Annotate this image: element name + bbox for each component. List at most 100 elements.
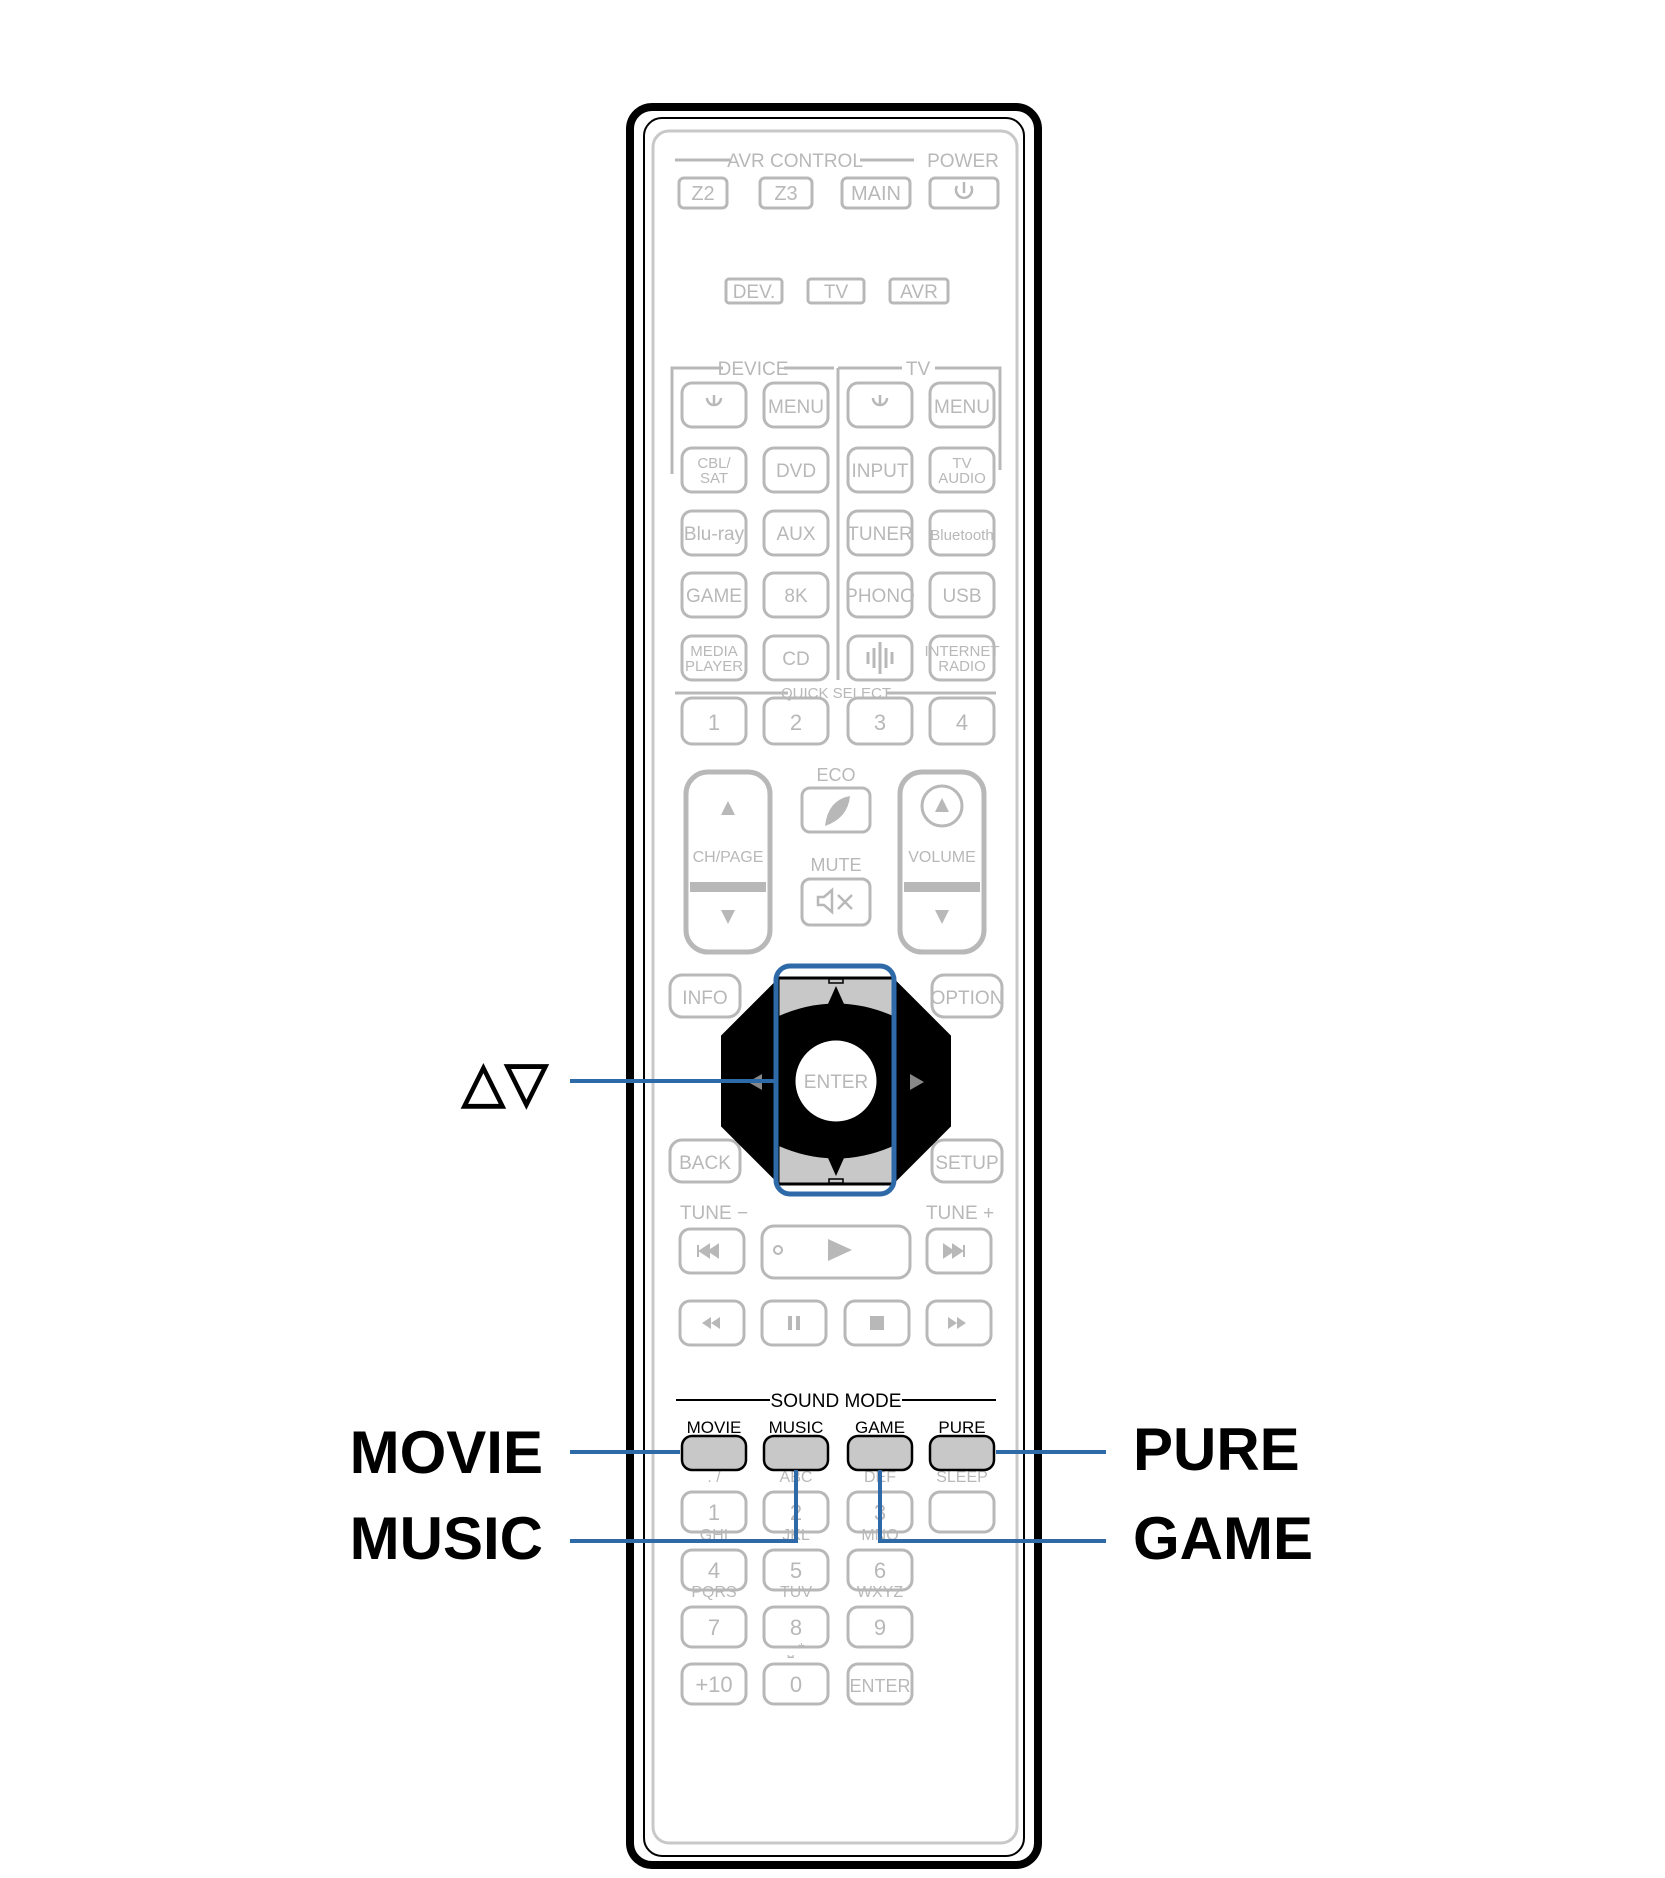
device-power-button[interactable]	[680, 381, 748, 429]
fast-forward-icon	[948, 1317, 966, 1329]
source-button-0-1[interactable]	[762, 446, 830, 494]
enter-button[interactable]	[792, 1037, 880, 1125]
source-button-1-0[interactable]	[680, 509, 748, 557]
keypad-button-6[interactable]	[846, 1548, 914, 1592]
source-button-1-1[interactable]	[762, 509, 830, 557]
source-label: MEDIA	[690, 643, 738, 660]
tv-section-label: TV	[906, 359, 931, 380]
skip-forward-button[interactable]	[925, 1227, 993, 1275]
tv-power-button[interactable]	[846, 381, 914, 429]
keypad-button-5[interactable]	[762, 1548, 830, 1592]
source-button-1-3[interactable]	[928, 509, 996, 557]
quick-select-button-3[interactable]	[846, 696, 914, 746]
back-label: BACK	[679, 1153, 731, 1174]
sound-mode-pure-button[interactable]	[928, 1434, 996, 1472]
cursor-pad: ENTER	[721, 963, 951, 1197]
z2-label: Z2	[691, 183, 714, 205]
source-label: PHONO	[845, 586, 915, 607]
source-button-2-0[interactable]	[680, 571, 748, 619]
source-button-1-2[interactable]	[846, 509, 914, 557]
keypad-button-+10[interactable]	[680, 1662, 748, 1706]
sound-mode-label-movie: MOVIE	[687, 1418, 742, 1437]
sound-mode-label-game: GAME	[855, 1418, 905, 1437]
keypad-button-4[interactable]	[680, 1548, 748, 1592]
z2-button[interactable]	[677, 176, 729, 210]
heos-icon	[866, 642, 894, 674]
device-menu-button[interactable]	[762, 381, 830, 429]
tv-menu-button[interactable]	[928, 381, 996, 429]
sound-mode-movie-button[interactable]	[680, 1434, 748, 1472]
keypad-button-1[interactable]	[680, 1490, 748, 1534]
game-callout: GAME	[1133, 1505, 1313, 1572]
tune-plus-label: TUNE +	[926, 1203, 994, 1224]
z3-button[interactable]	[758, 176, 814, 210]
avr-mode-button[interactable]	[888, 277, 950, 305]
music-callout: MUSIC	[350, 1505, 543, 1572]
source-button-2-3[interactable]	[928, 571, 996, 619]
mute-icon	[816, 887, 853, 915]
source-label: AUX	[776, 524, 815, 545]
keypad-label: ENTER	[849, 1676, 910, 1696]
source-label: CD	[782, 649, 809, 670]
keypad-sublabel: TUV	[780, 1584, 812, 1601]
volume-label: VOLUME	[908, 849, 976, 866]
device-label: DEVICE	[718, 359, 789, 380]
z3-label: Z3	[774, 183, 797, 205]
sound-mode-label-pure: PURE	[938, 1418, 985, 1437]
pause-button[interactable]	[760, 1299, 828, 1347]
setup-button[interactable]	[930, 1138, 1004, 1184]
ch-page-label: CH/PAGE	[693, 849, 764, 866]
device-menu-label: MENU	[768, 397, 824, 418]
fast-forward-button[interactable]	[925, 1299, 993, 1347]
cursor-up-down-callout: △▽	[460, 1050, 550, 1113]
ch-page-rocker[interactable]: CH/PAGE	[683, 769, 773, 955]
volume-rocker[interactable]: VOLUME	[897, 769, 987, 955]
keypad-button-8[interactable]	[762, 1605, 830, 1649]
keypad-button-9[interactable]	[846, 1605, 914, 1649]
mute-button[interactable]	[800, 877, 872, 927]
source-button-3-2[interactable]	[846, 634, 914, 682]
keypad-sublabel: ⎵ *	[787, 1641, 804, 1658]
source-label: USB	[942, 586, 981, 607]
main-button[interactable]	[840, 176, 912, 210]
keypad-label: 4	[708, 1558, 720, 1583]
source-button-3-3[interactable]	[928, 634, 996, 682]
faded-buttons-top: AVR CONTROL POWER Z2 Z3 MAIN DEV. TV AVR…	[668, 151, 1004, 1706]
quick-select-button-2[interactable]	[762, 696, 830, 746]
keypad-button-0[interactable]	[762, 1662, 830, 1706]
source-button-2-2[interactable]	[846, 571, 914, 619]
eco-button[interactable]	[800, 786, 872, 834]
keypad-button-7[interactable]	[680, 1605, 748, 1649]
quick-select-button-1[interactable]	[680, 696, 748, 746]
stop-button[interactable]	[843, 1299, 911, 1347]
rewind-button[interactable]	[678, 1299, 746, 1347]
source-button-0-2[interactable]	[846, 446, 914, 494]
dev-mode-button[interactable]	[724, 277, 784, 305]
source-button-0-0[interactable]	[680, 446, 748, 494]
sleep-button[interactable]	[928, 1490, 996, 1534]
source-button-3-0[interactable]	[680, 634, 748, 682]
keypad-label: +10	[695, 1672, 732, 1697]
source-button-2-1[interactable]	[762, 571, 830, 619]
skip-back-icon	[697, 1243, 719, 1259]
play-button[interactable]	[760, 1224, 912, 1280]
play-icon	[828, 1239, 852, 1261]
quick-select-button-4[interactable]	[928, 696, 996, 746]
sound-mode-label-music: MUSIC	[769, 1418, 824, 1437]
keypad-button-enter[interactable]	[846, 1662, 914, 1706]
back-button[interactable]	[668, 1138, 742, 1184]
option-button[interactable]	[930, 973, 1004, 1019]
power-button[interactable]	[928, 176, 1000, 210]
sound-mode-music-button[interactable]	[762, 1434, 830, 1472]
sound-mode-game-button[interactable]	[846, 1434, 914, 1472]
quick-select-label: 3	[874, 710, 886, 735]
cursor-down-button[interactable]	[776, 1141, 896, 1186]
source-button-3-1[interactable]	[762, 634, 830, 682]
keypad-label: 5	[790, 1558, 802, 1583]
info-button[interactable]	[668, 973, 742, 1019]
tv-mode-button[interactable]	[806, 277, 866, 305]
source-button-0-3[interactable]	[928, 446, 996, 494]
skip-back-button[interactable]	[678, 1227, 746, 1275]
